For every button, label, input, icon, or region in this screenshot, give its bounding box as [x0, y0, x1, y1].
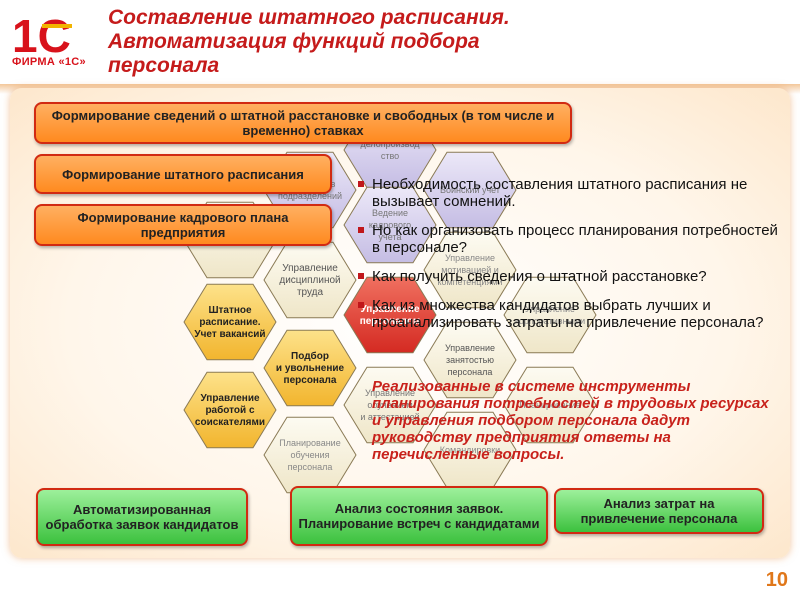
staff-schedule-box: Формирование штатного расписания: [34, 154, 332, 194]
hexagon-h4: [423, 231, 517, 309]
hexagon-label: корпоративными: [515, 316, 585, 326]
personnel-plan-box: Формирование кадрового плана предприятия: [34, 204, 332, 246]
hexagon-label: подразделений: [278, 191, 342, 201]
page-number: 10: [765, 569, 788, 591]
title-line: Автоматизация функций подбора: [108, 30, 480, 53]
hexagon-label: и аттестацией: [360, 412, 419, 422]
hexagon-label: Планирование: [519, 400, 580, 410]
hexagon-label: Учет вакансий: [194, 329, 265, 340]
hexagon-h11: [423, 321, 517, 399]
hexagon-label: Управление: [360, 304, 420, 315]
hexagon-label: кадрового: [369, 220, 411, 230]
hexagon-label: труда: [297, 287, 324, 298]
hexagon-label: персонала: [288, 462, 333, 472]
bullet-item: Как получить сведения о штатной расстано…: [356, 268, 786, 285]
hexagon-label: обучением: [367, 400, 412, 410]
hexagon-label: учета: [379, 232, 402, 242]
hexagon-h2: [423, 151, 517, 229]
hexagon-label: Командировки: [440, 445, 500, 455]
hexagon-label: Управление: [525, 304, 575, 314]
hexagon-label: мотивацией и: [441, 265, 499, 275]
bullet-item: Необходимость составления штатного распи…: [356, 176, 786, 210]
header: 1С ФИРМА «1С» Составление штатного распи…: [0, 0, 800, 86]
hexagon-h13: [343, 366, 437, 444]
hexagon-label: и увольнение: [276, 363, 345, 374]
hexagon-label: Управление: [445, 343, 495, 353]
request-analysis-box: Анализ состояния заявок. Планирование вс…: [290, 486, 548, 546]
hexagon-label: расписание.: [199, 317, 260, 328]
hexagon-h3: [343, 186, 437, 264]
logo-1c-icon: 1С: [10, 8, 76, 74]
bullet-item: Но как организовать процесс планирования…: [356, 222, 786, 256]
hexagon-label: Подбор: [291, 350, 329, 362]
hexagon-label: соискателями: [195, 417, 265, 428]
staffing-info-box: Формирование сведений о штатной расстано…: [34, 102, 572, 144]
title-line: персонала: [108, 54, 220, 77]
title-line: Составление штатного расписания.: [108, 6, 510, 29]
cost-analysis-box: Анализ затрат на привлечение персонала: [554, 488, 764, 534]
hexagon-label: ство: [381, 151, 399, 161]
hexagon-h17: [503, 276, 597, 354]
hexagon-label: персоналом: [360, 316, 421, 327]
hexagon-label: дисциплиной: [279, 275, 340, 286]
hexagon-label: делопроизвод: [360, 139, 420, 149]
hexagon-label: обучения: [290, 450, 329, 460]
hexagon-label: Штатное: [208, 305, 252, 316]
bullet-item: Как из множества кандидатов выбрать лучш…: [356, 297, 786, 331]
hexagon-h12: [183, 371, 277, 449]
hexagon-label: Управление: [282, 263, 338, 274]
hexagon-label: Управление: [445, 253, 495, 263]
bullet-list: Необходимость составления штатного распи…: [356, 176, 786, 343]
page-title: Составление штатного расписания. Автомат…: [108, 6, 768, 78]
hexagon-label: занятостью: [446, 355, 494, 365]
candidate-requests-box: Автоматизированная обработка заявок канд…: [36, 488, 248, 546]
hexagon-label: компетенциями: [437, 277, 502, 287]
hexagon-label: Управление: [200, 393, 260, 404]
logo-main-text: 1С: [12, 10, 71, 62]
hexagon-label: Управление: [365, 388, 415, 398]
hexagon-h9: [343, 276, 437, 354]
hexagon-h10: [263, 329, 357, 407]
hexagon-h14: [503, 366, 597, 444]
logo-firm-text: ФИРМА «1С»: [12, 56, 86, 68]
hexagon-label: Планирование: [279, 438, 340, 448]
hexagon-label: работой с: [205, 404, 255, 416]
hexagon-label: персонала: [448, 367, 493, 377]
hexagon-h8: [183, 283, 277, 361]
hexagon-label: Воинский учет: [440, 185, 500, 195]
hexagon-label: Ведение: [372, 208, 408, 218]
conclusion-text: Реализованные в системе инструменты план…: [372, 378, 769, 463]
hexagon-h5: [263, 241, 357, 319]
hexagon-label: персонала: [284, 375, 337, 386]
